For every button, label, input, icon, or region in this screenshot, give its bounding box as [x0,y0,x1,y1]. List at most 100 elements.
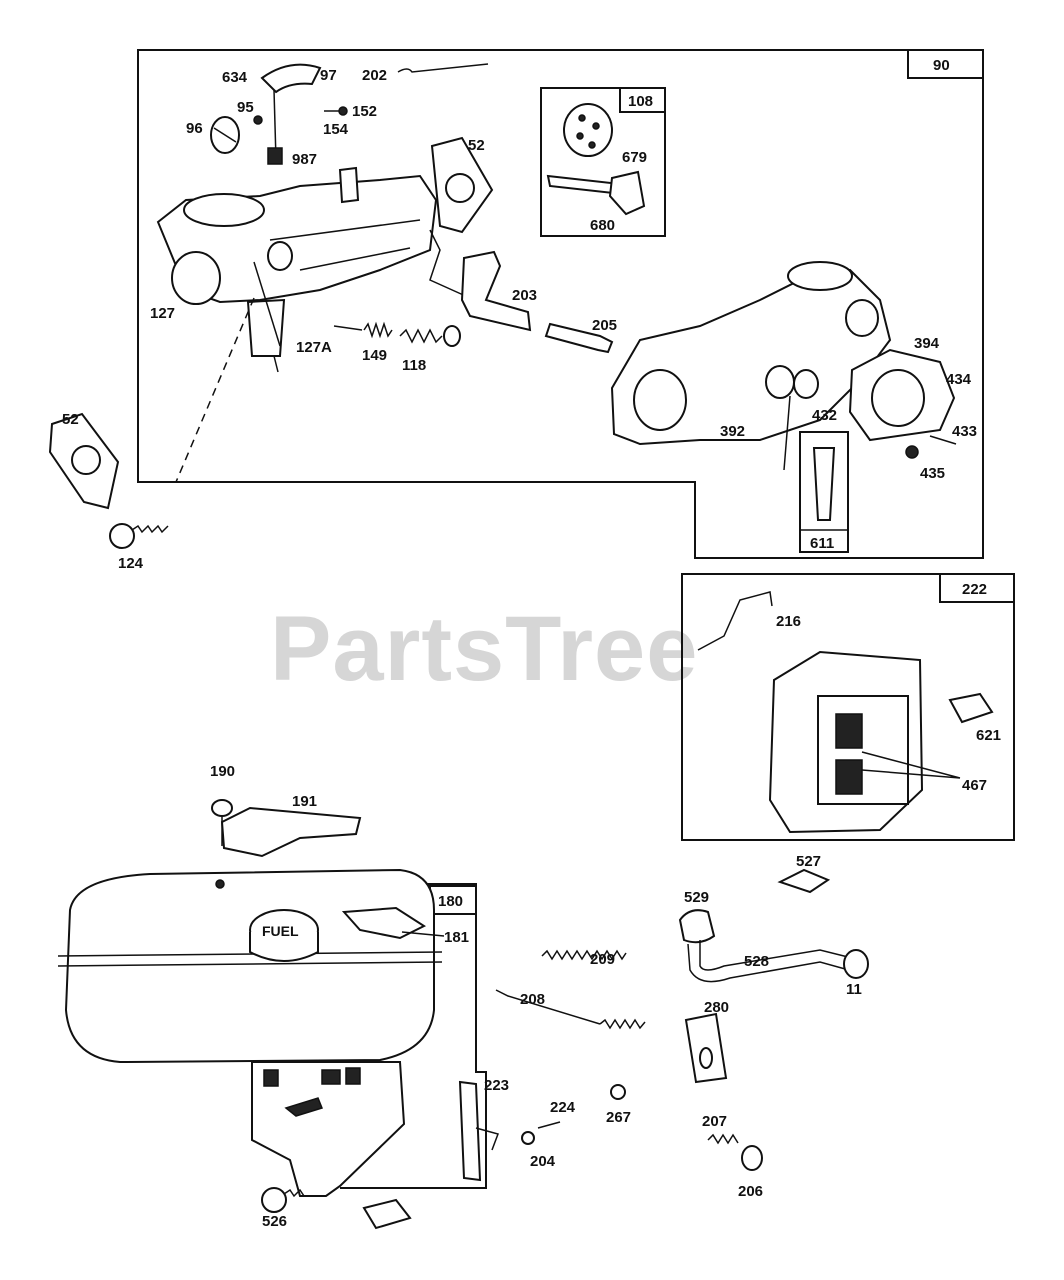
box-180-label: 180 [438,893,463,910]
part-label-634: 634 [222,69,248,86]
leader-467 [861,751,961,779]
part-label-154: 154 [323,121,349,138]
throttle-plate-line [213,127,237,143]
fuel-cap-text: FUEL [262,923,299,939]
leader-127a [253,261,281,347]
main-jet [812,447,836,521]
needle-seat [608,170,646,216]
tank-bracket-tab [341,906,427,940]
pin-205 [544,322,614,354]
washer-204 [521,1131,535,1145]
leader-181 [401,931,445,937]
carb-right-flange [633,369,687,431]
carb-throat [183,193,265,227]
rod-208 [495,989,601,1025]
repair-kit-frame [540,87,666,237]
bracket-lever [284,1097,323,1117]
bracket-slot [321,1069,341,1085]
gasket-hole [71,445,101,475]
fuel-tank-body [64,868,435,1064]
bracket-280-slot [699,1047,713,1069]
spring-207 [707,1133,739,1145]
part-label-987: 987 [292,151,317,168]
air-cleaner-frame [681,573,1015,841]
part-label-11: 11 [846,981,862,998]
gasket-hole [445,173,475,203]
part-label-118: 118 [402,357,426,374]
part-label-621: 621 [976,727,1001,744]
part-label-679: 679 [622,149,647,166]
throttle-shaft-203 [460,250,532,332]
spring-209 [541,949,627,961]
control-bracket-body [251,1061,406,1197]
diaphragm-disc [563,103,613,157]
screw-95 [253,115,263,125]
part-label-267: 267 [606,1109,631,1126]
screw-206-head [741,1145,763,1171]
spring-149 [363,321,393,339]
part-label-127a: 127A [296,339,332,356]
diaphragm-hole [588,141,596,149]
screw-526-thread [283,1188,305,1198]
screw-118-head [443,325,461,347]
throttle-link-202 [397,63,489,73]
part-label-152: 152 [352,103,377,120]
needle-392 [783,395,791,471]
fuel-line-528-top [699,940,861,971]
tank-hole [215,879,225,889]
part-label-435: 435 [920,465,945,482]
nut-267 [610,1084,626,1100]
part-label-394: 394 [914,335,940,352]
mounting-line [175,297,255,483]
oring-432 [793,369,819,399]
part-label-528: 528 [744,953,769,970]
part-label-216: 216 [776,613,801,630]
box-108-label: 108 [628,93,653,110]
governor-link-216 [697,591,773,651]
carb-body-line [299,247,411,271]
carb-fuel-nipple [338,166,360,204]
box-108-label-frame [619,87,666,113]
carb-body-line [269,219,421,241]
part-label-224: 224 [550,1099,576,1116]
part-label-223: 223 [484,1077,509,1094]
diaphragm-hole [578,114,586,122]
carb-right-port [765,365,795,399]
part-label-190: 190 [210,763,235,780]
box-611-label: 611 [810,535,834,552]
choke-plate [260,63,322,94]
part-label-207: 207 [702,1113,727,1130]
fuel-bowl-stem [246,298,286,357]
screw-118-thread [399,328,443,344]
part-label-392: 392 [720,423,745,440]
screw-190-head [211,799,233,817]
tank-seam [57,961,443,967]
lever-223 [458,1080,482,1182]
part-label-96: 96 [186,120,203,137]
part-label-191: 191 [292,793,317,810]
pump-diaphragm [871,369,925,427]
part-label-181: 181 [444,929,469,946]
carb-right-throat [787,261,853,291]
part-label-205: 205 [592,317,617,334]
part-label-432: 432 [812,407,837,424]
pin-433 [929,435,957,445]
box-90-label-frame [907,49,984,79]
part-label-680: 680 [590,217,615,234]
fuel-cap-side [249,932,319,962]
box-90-label: 90 [933,57,950,74]
screw-152-head [338,106,348,116]
part-label-97: 97 [320,67,337,84]
part-label-209: 209 [590,951,615,968]
gasket-191 [220,806,362,858]
clamp-527 [777,868,831,894]
oring-127a [267,241,293,271]
contact-467-upper [835,713,863,749]
elbow-529 [678,909,716,944]
fuel-fitting-11 [843,949,869,979]
part-label-202: 202 [362,67,387,84]
choke-shaft-nut [267,147,283,165]
box-222-label-frame [939,573,1015,603]
part-label-206: 206 [738,1183,763,1200]
